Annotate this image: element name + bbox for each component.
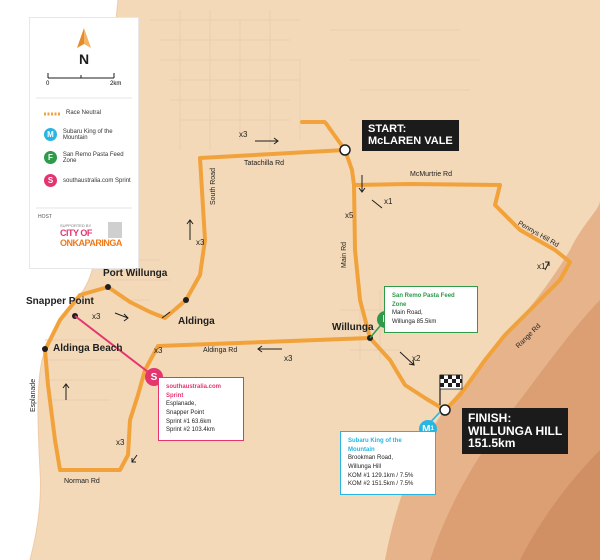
feed-zone-info: San Remo Pasta Feed Zone Main Road, Will… (385, 287, 477, 332)
town-willunga: Willunga (332, 322, 374, 333)
legend-sprint-label: southaustralia.com Sprint (63, 177, 131, 184)
host-logo-mark (108, 222, 122, 238)
aldinga-beach-dot (42, 346, 48, 352)
road-aldinga: Aldinga Rd (203, 347, 238, 354)
arrow-aldinga-rd (257, 345, 282, 353)
road-tatachilla: Tatachilla Rd (244, 160, 285, 167)
route-main-rd (343, 148, 372, 340)
arrow-willunga (399, 351, 415, 366)
north-arrow-right (84, 28, 91, 48)
route-neutral (308, 120, 347, 152)
road-norman: Norman Rd (64, 478, 100, 485)
host-logo-small: SUPPORTED BY (60, 223, 92, 228)
feed-zone-line2: Willunga 85.5km (392, 319, 437, 326)
arrow-mcmurtrie (371, 199, 383, 209)
finish-line2: WILLUNGA HILL (468, 423, 563, 438)
legend-graphics (36, 28, 132, 238)
legend-feed: F San Remo Pasta Feed Zone (44, 151, 138, 164)
legend-kom-label: Subaru King of the Mountain (62, 128, 113, 141)
arrow-tatachilla (255, 137, 279, 145)
kom-title: Subaru King of the Mountain (348, 438, 402, 453)
lap-norman: x3 (116, 438, 125, 447)
start-line2: McLAREN VALE (368, 134, 453, 147)
north-arrow-left (77, 28, 84, 48)
finish-flag-icon (439, 374, 463, 405)
north-label: N (78, 51, 90, 67)
sprint-info: southaustralia.com Sprint Esplanade, Sna… (159, 378, 243, 441)
arrow-esplanade (62, 383, 70, 400)
legend-neutral: Race Neutral (66, 110, 101, 116)
finish-label: FINISH: WILLUNGA HILL 151.5km (462, 408, 569, 454)
scale-end: 2km (110, 81, 122, 87)
road-mcmurtrie: McMurtrie Rd (410, 171, 453, 178)
kom-line3: KOM #1 129.1km / 7.5% (348, 472, 414, 479)
road-esplanade: Esplanade (30, 378, 37, 412)
legend-kom: M Subaru King of the Mountain (44, 128, 138, 141)
legend-sprint: S southaustralia.com Sprint (44, 174, 131, 187)
feed-legend-icon: F (44, 151, 57, 164)
direction-arrows (62, 137, 550, 463)
port-willunga-dot (105, 284, 111, 290)
legend-neutral-label: Race Neutral (66, 110, 102, 116)
town-snapper-point: Snapper Point (26, 296, 94, 307)
start-line1: START: (368, 123, 407, 135)
arrow-pennys (544, 261, 550, 271)
sprint-legend-icon: S (44, 174, 57, 187)
race-route (43, 120, 572, 472)
arrow-south-road (186, 219, 194, 240)
road-south: South Road (210, 168, 217, 205)
route-eastern-loop (352, 182, 572, 412)
road-main: Main Rd (341, 241, 348, 268)
kom-sup: 1 (430, 426, 434, 432)
aldinga-dot (183, 297, 189, 303)
kom-info: Subaru King of the Mountain Brookman Roa… (341, 432, 435, 495)
lap-main: x5 (345, 211, 354, 220)
lap-willunga: x2 (412, 354, 421, 363)
finish-line3: 151.5km (468, 436, 516, 451)
feed-zone-title: San Remo Pasta Feed Zone (392, 293, 455, 308)
sprint-icon: S (145, 368, 163, 386)
start-marker (339, 144, 351, 156)
sprint-title: southaustralia.com Sprint (166, 384, 222, 399)
scale-start: 0 (46, 81, 50, 87)
hills-shading-darker (520, 450, 600, 560)
lap-mcmurtrie: x1 (384, 197, 393, 206)
kom-line1: Brookman Road, (348, 455, 394, 462)
host-logo-line2: ONKAPARINGA (60, 238, 122, 248)
route-willunga-hill (368, 336, 447, 412)
kom-letter: M (422, 423, 431, 435)
legend-host-label: HOST (38, 214, 52, 220)
lap-pennys: x1 (537, 262, 546, 271)
kom-legend-icon: M (44, 128, 57, 141)
map-legend: N 0 2km Race Neutral M Subaru King of th… (30, 18, 138, 268)
town-port-willunga: Port Willunga (103, 268, 168, 279)
arrow-aldinga (161, 311, 171, 319)
start-label: START: McLAREN VALE (362, 120, 459, 152)
lap-tatachilla: x3 (239, 130, 248, 139)
sprint-line4: Sprint #2 103.4km (166, 427, 215, 434)
lap-snapper: x3 (92, 312, 101, 321)
arrow-snapper (114, 312, 129, 322)
kom-line2: Willunga Hill (348, 464, 382, 471)
finish-marker (439, 404, 451, 416)
town-aldinga: Aldinga (178, 316, 215, 327)
town-aldinga-beach: Aldinga Beach (53, 343, 123, 354)
feed-zone-line1: Main Road, (392, 310, 423, 317)
sprint-pointer (74, 315, 153, 376)
sprint-line3: Sprint #1 63.6km (166, 418, 212, 425)
sprint-line2: Snapper Point (166, 410, 205, 417)
host-logo-line1: CITY OF (60, 228, 92, 238)
finish-line1: FINISH: (468, 411, 512, 425)
arrow-norman (131, 454, 138, 463)
lap-aldinga-rd: x3 (284, 354, 293, 363)
legend-feed-label: San Remo Pasta Feed Zone (62, 151, 124, 164)
kom-line4: KOM #2 151.5km / 7.5% (348, 481, 414, 488)
sprint-line1: Esplanade, (166, 401, 197, 408)
lap-south: x3 (196, 238, 205, 247)
arrow-main-rd (358, 175, 366, 193)
lap-aldinga: x3 (154, 346, 163, 355)
